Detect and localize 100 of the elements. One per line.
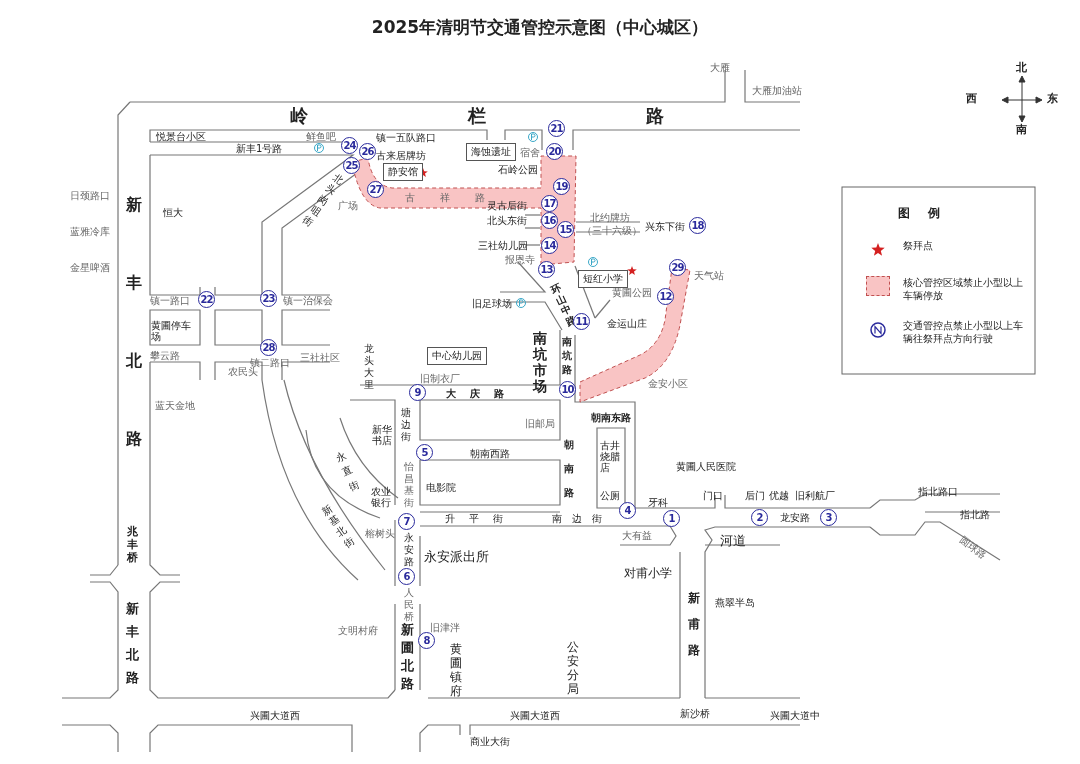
map-label: 农民头	[228, 366, 258, 377]
map-label: 石岭公园	[498, 164, 538, 175]
map-label: 对甫小学	[624, 567, 672, 581]
map-label: 南坑路	[561, 335, 573, 377]
map-label: 三社幼儿园	[478, 240, 528, 251]
map-label: 旧利航厂	[795, 490, 835, 501]
place-box: 海蚀遗址	[466, 143, 516, 161]
map-label: 旧邮局	[525, 418, 555, 429]
map-label: 金安小区	[648, 378, 688, 389]
map-label: 农业银行	[371, 486, 392, 508]
map-label: 朝南西路	[470, 448, 510, 459]
map-label: 金运山庄	[607, 318, 647, 329]
map-label: 黄圃人民医院	[676, 461, 736, 472]
map-label: 怡昌基街	[403, 461, 415, 509]
map-label: 新丰北路	[125, 600, 140, 687]
map-label: 灵古后街	[487, 200, 527, 211]
control-point-marker: 21	[548, 120, 565, 137]
compass-label: 西	[966, 93, 977, 106]
map-label: 黄圃停车场	[151, 320, 192, 342]
control-point-marker: 6	[398, 568, 415, 585]
map-label: 黄圃公园	[612, 287, 652, 298]
map-label: 大雁加油站	[752, 85, 802, 96]
map-label: 河道	[720, 534, 746, 549]
control-point-marker: 29	[669, 259, 686, 276]
legend-heading: 图例	[898, 207, 958, 221]
map-label: 牙科	[648, 497, 668, 508]
map-label: 悦景台小区	[156, 131, 206, 142]
map-label: 南边街	[552, 513, 612, 524]
map-label: 兆丰桥	[126, 525, 139, 564]
map-label: 优越	[769, 490, 789, 501]
map-label: 朝南路	[563, 438, 575, 500]
map-label: 兴圃大道西	[510, 710, 560, 721]
map-label: 公厕	[600, 490, 620, 501]
map-label: 大雁	[710, 62, 730, 73]
map-label: 报恩寺	[505, 254, 535, 265]
map-label: 燕翠半岛	[715, 597, 755, 608]
control-point-marker: 18	[689, 217, 706, 234]
map-label: 指北路	[960, 509, 990, 520]
map-label: 指北路口	[918, 486, 958, 497]
map-label: 新基北街	[318, 501, 358, 551]
control-point-marker: 22	[198, 291, 215, 308]
map-label: 鲜鱼吧	[306, 131, 336, 142]
map-label: 北头东街	[487, 215, 527, 226]
control-point-marker: 5	[416, 444, 433, 461]
map-label: 日颈路口	[70, 190, 110, 201]
map-label: 三社社区	[300, 352, 340, 363]
control-point-marker: 7	[398, 513, 415, 530]
legend-text: 核心管控区域禁止小型以上车辆停放	[903, 276, 1024, 302]
map-label: 升平街	[445, 513, 517, 524]
map-label: 旧津泮	[430, 622, 460, 633]
control-point-marker: 1	[663, 510, 680, 527]
map-label: 龙头大里	[363, 343, 375, 391]
map-label: 旧制衣厂	[420, 373, 460, 384]
map-label: 兴东下街	[645, 221, 685, 232]
map-label: 旧足球场	[472, 298, 512, 309]
map-label: 南坑市场	[532, 330, 548, 394]
map-label: 龙安路	[780, 512, 810, 523]
legend-text: 祭拜点	[903, 239, 934, 252]
map-label: 新丰北路	[125, 194, 143, 450]
map-label: 兴圃大道西	[250, 710, 300, 721]
map-label: 金星啤酒	[70, 262, 110, 273]
map-label: 商业大街	[470, 736, 510, 747]
map-label: 新甫路	[687, 590, 701, 659]
map-label: 攀云路	[150, 350, 180, 361]
compass-label: 北	[1016, 62, 1027, 75]
map-label: 蓝天金地	[155, 400, 195, 411]
map-label: 北约牌坊	[590, 212, 630, 223]
compass-label: 南	[1016, 124, 1027, 137]
map-label: 镇一治保会	[283, 295, 333, 306]
map-label: 榕树头	[365, 528, 395, 539]
place-box: 中心幼儿园	[427, 347, 487, 365]
map-label: 圆球路	[958, 534, 989, 562]
map-label: 宿舍	[520, 147, 540, 158]
control-point-marker: 4	[619, 502, 636, 519]
map-label: 古来居牌坊	[376, 150, 426, 161]
map-label: 朝南东路	[591, 412, 631, 423]
map-label: 天气站	[694, 270, 724, 281]
control-point-marker: 24	[341, 137, 358, 154]
legend-text: 交通管控点禁止小型以上车辆往祭拜点方向行驶	[903, 319, 1024, 345]
place-box: 短红小学	[578, 270, 628, 288]
map-label: 镇一五队路口	[376, 132, 436, 143]
map-label: 人民桥	[404, 587, 415, 622]
control-point-marker: 8	[418, 632, 435, 649]
map-label: 永安派出所	[424, 550, 489, 565]
map-label: 文明村府	[338, 625, 378, 636]
map-label: 古井烧腊店	[600, 440, 621, 473]
map-label: 蓝雅冷库	[70, 226, 110, 237]
compass-label: 东	[1047, 93, 1058, 106]
map-label: 新丰1号路	[236, 143, 283, 154]
map-label: （三十六级）	[582, 225, 642, 236]
map-label: 后门	[745, 490, 765, 501]
control-point-marker: 28	[260, 339, 277, 356]
control-point-marker: 3	[820, 509, 837, 526]
control-point-marker: 13	[538, 261, 555, 278]
map-label: 大有益	[622, 530, 652, 541]
control-point-marker: 11	[573, 313, 590, 330]
map-label: 广场	[338, 200, 358, 211]
map-label: 塘边街	[400, 407, 412, 443]
place-box: 静安馆	[383, 163, 423, 181]
map-label: 新沙桥	[680, 708, 710, 719]
